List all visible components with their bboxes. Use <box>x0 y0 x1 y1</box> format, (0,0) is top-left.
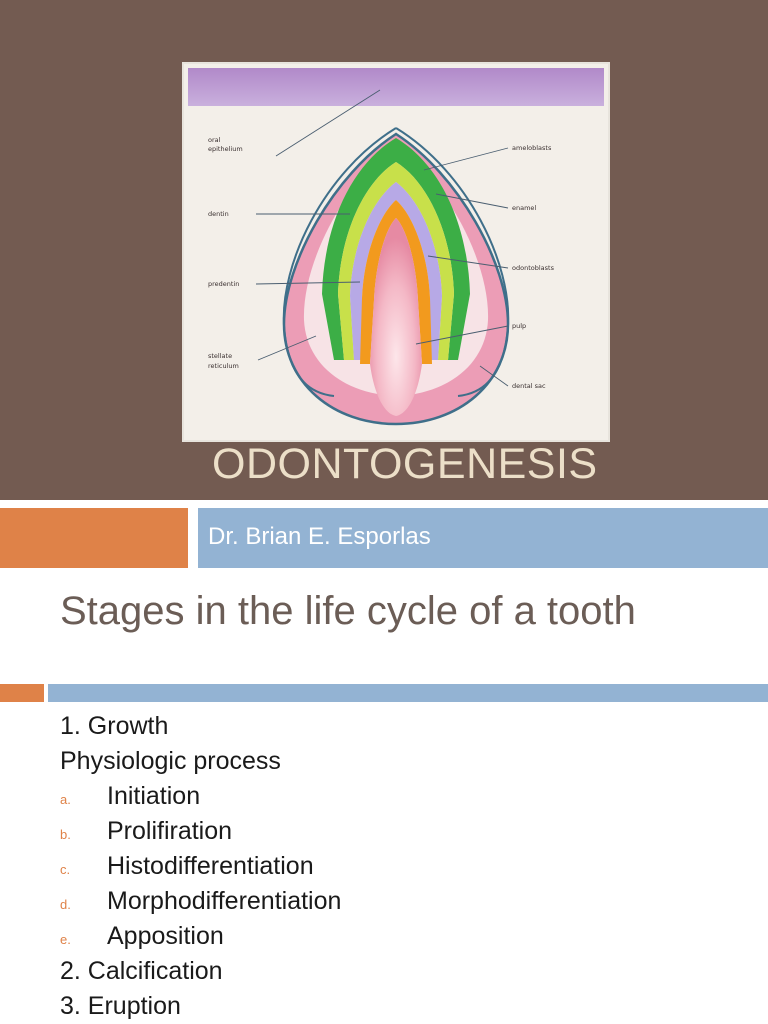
heading-accent-blue <box>48 684 768 702</box>
label-stellate-reticulum: stellate <box>208 352 232 360</box>
label-pulp: pulp <box>512 322 526 330</box>
list-item: b. Prolifiration <box>60 814 740 849</box>
subtitle-band <box>198 508 768 568</box>
label-enamel: enamel <box>512 204 536 212</box>
list-item: d. Morphodifferentiation <box>60 884 740 919</box>
label-ameloblasts: ameloblasts <box>512 144 552 152</box>
label-oral-epithelium: oral <box>208 136 221 144</box>
heading-accent-orange <box>0 684 44 702</box>
list-item: Physiologic process <box>60 744 740 779</box>
list-item-text: 3. Eruption <box>60 992 181 1020</box>
list-item-text: 2. Calcification <box>60 957 223 985</box>
list-item: 1. Growth <box>60 709 740 744</box>
slide-heading: Stages in the life cycle of a tooth <box>60 589 636 633</box>
list-item-text: Apposition <box>107 922 224 950</box>
list-item-text: Histodifferentiation <box>107 852 314 880</box>
label-dentin: dentin <box>208 210 229 218</box>
tooth-germ-illustration: oral epithelium dentin predentin stellat… <box>188 68 604 426</box>
label-dental-sac: dental sac <box>512 382 546 390</box>
list-item-text: Initiation <box>107 782 201 810</box>
list-item: c. Histodifferentiation <box>60 849 740 884</box>
list-marker: a. <box>60 792 71 807</box>
label-oral-epithelium-2: epithelium <box>208 145 243 153</box>
list-item: 2. Calcification <box>60 954 740 989</box>
list-item-text: 1. Growth <box>60 712 169 740</box>
accent-block-orange <box>0 508 188 568</box>
label-predentin: predentin <box>208 280 239 288</box>
label-stellate-reticulum-2: reticulum <box>208 362 239 370</box>
list-marker: d. <box>60 897 71 912</box>
list-item: a. Initiation <box>60 779 740 814</box>
presenter-name: Dr. Brian E. Esporlas <box>208 523 431 550</box>
list-item-text: Morphodifferentiation <box>107 887 342 915</box>
title-slide: oral epithelium dentin predentin stellat… <box>0 0 768 500</box>
list-marker: c. <box>60 862 71 877</box>
list-item-text: Physiologic process <box>60 747 281 775</box>
list-marker: e. <box>60 932 71 947</box>
tooth-development-diagram: oral epithelium dentin predentin stellat… <box>184 64 608 440</box>
list-marker: b. <box>60 827 71 842</box>
label-odontoblasts: odontoblasts <box>512 264 555 272</box>
list-item: e. Apposition <box>60 919 740 954</box>
presentation-title: ODONTOGENESIS <box>212 440 598 488</box>
list-item-text: Prolifiration <box>107 817 233 845</box>
list-item: 3. Eruption <box>60 989 740 1024</box>
